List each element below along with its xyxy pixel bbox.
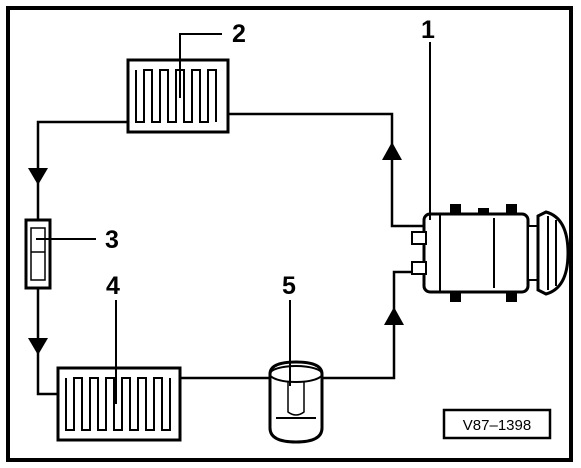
evaporator [56,366,182,442]
compressor-pulley [536,210,570,296]
arrow-up-upper-right [382,142,402,160]
reference-code-box [442,408,552,440]
receiver-drier [268,360,324,444]
evaporator-coil [65,377,171,431]
arrow-down-lower-left [28,338,48,355]
leader-condenser [179,33,222,98]
receiver-drier-body [268,360,324,444]
compressor [411,204,570,302]
reference-code: V87–1398 [463,417,531,434]
arrow-down-upper-left [28,168,48,185]
callout-5: 5 [282,272,296,300]
receiver-drier-pipe [287,382,305,416]
line-valve-to-evaporator [36,288,58,396]
refrigerant-lines [36,112,426,396]
outer-frame [6,6,573,462]
line-drier-to-compressor [320,270,426,380]
evaporator-body [56,366,182,442]
callout-2: 2 [232,20,246,48]
line-condenser-to-valve [36,120,128,220]
callout-1: 1 [421,16,435,44]
compressor-lug [506,204,517,216]
compressor-lug [450,290,461,302]
expansion-valve-inner [30,227,46,281]
condenser [126,58,230,134]
compressor-lug [506,290,517,302]
callout-3: 3 [105,226,119,254]
compressor-port-high [411,231,427,245]
compressor-port-low [411,261,427,275]
expansion-valve [24,218,52,290]
arrow-up-lower-right [384,307,404,325]
leader-lines [36,33,431,404]
callout-4: 4 [106,272,120,300]
compressor-lug [450,204,461,216]
flow-arrows [28,142,404,355]
condenser-coil [135,69,217,123]
receiver-drier-top [269,365,323,383]
line-compressor-to-condenser [228,112,426,228]
expansion-valve-body [24,218,52,290]
